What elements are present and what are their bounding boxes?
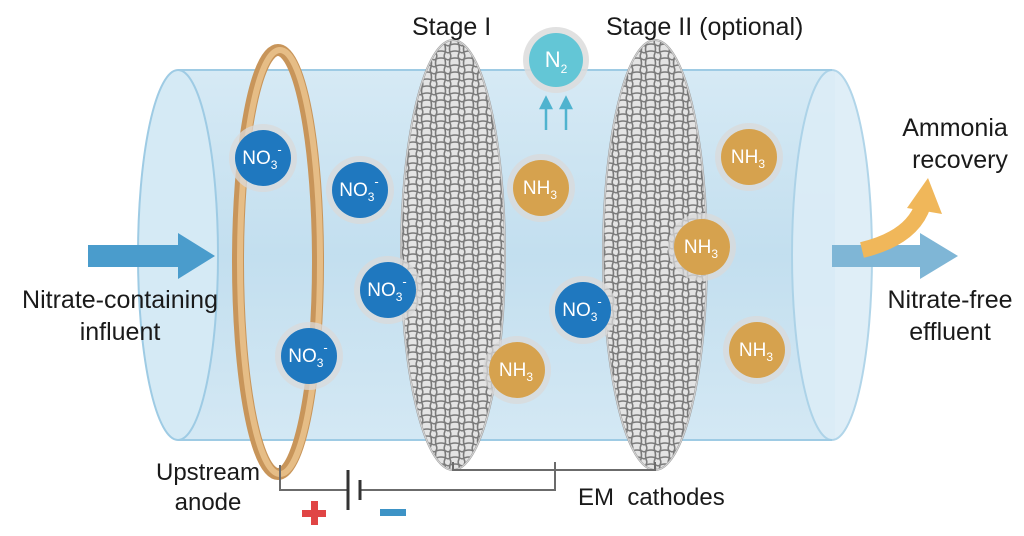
effluent-label-line1: Nitrate-free	[887, 286, 1012, 314]
anode-label-line2: anode	[175, 489, 242, 516]
ammonia-recovery-label-line1: Ammonia	[902, 114, 1008, 142]
ammonia-recovery-label-line2: recovery	[912, 146, 1008, 174]
ammonia-ion-9: NH3	[668, 213, 736, 281]
svg-text:NH3: NH3	[684, 237, 718, 261]
ammonia-recovery-arrow-icon	[860, 178, 942, 258]
stage-2-label: Stage II (optional)	[606, 13, 803, 41]
influent-label-line2: influent	[80, 318, 161, 346]
svg-text:N2: N2	[545, 47, 568, 76]
svg-text:NO3-: NO3-	[242, 142, 282, 172]
svg-text:NO3-: NO3-	[288, 340, 328, 370]
svg-text:NH3: NH3	[499, 360, 533, 384]
influent-label-line1: Nitrate-containing	[22, 286, 218, 314]
nitrate-ion-5: NO3-	[549, 276, 617, 344]
svg-text:NH3: NH3	[731, 147, 765, 171]
cathodes-label: EM cathodes	[578, 484, 725, 511]
nitrogen-gas-bubble: N2	[523, 27, 589, 93]
nitrate-ion-1: NO3-	[229, 124, 297, 192]
svg-text:NO3-: NO3-	[339, 174, 379, 204]
cathode-stage-1	[400, 39, 506, 471]
svg-text:NO3-: NO3-	[367, 274, 407, 304]
minus-sign-icon	[380, 509, 406, 516]
effluent-label-line2: effluent	[909, 318, 991, 346]
svg-text:NH3: NH3	[523, 178, 557, 202]
nitrate-ion-4: NO3-	[275, 322, 343, 390]
gas-release-arrows-icon	[538, 95, 574, 130]
svg-text:NH3: NH3	[739, 340, 773, 364]
outflow-arrow-icon	[832, 233, 958, 279]
ammonia-ion-10: NH3	[723, 316, 791, 384]
circuit-wires	[279, 462, 656, 491]
inflow-arrow-icon	[88, 233, 215, 279]
nitrate-ion-2: NO3-	[326, 156, 394, 224]
nitrate-ion-3: NO3-	[354, 256, 422, 324]
anode-label-line1: Upstream	[156, 459, 260, 486]
ammonia-ion-7: NH3	[483, 336, 551, 404]
stage-1-label: Stage I	[412, 13, 491, 41]
plus-sign-icon	[302, 501, 326, 525]
battery-symbol	[346, 470, 362, 510]
ammonia-ion-6: NH3	[507, 154, 575, 222]
svg-text:NO3-: NO3-	[562, 294, 602, 324]
ammonia-ion-8: NH3	[715, 123, 783, 191]
